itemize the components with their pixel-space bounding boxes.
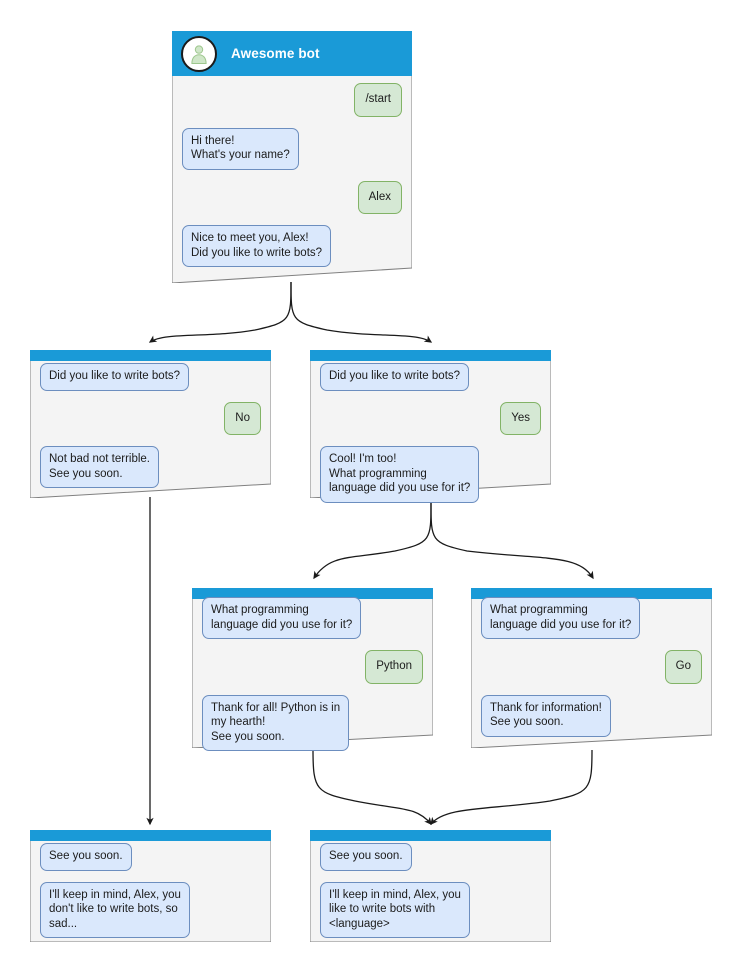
message-row: What programming language did you use fo… — [481, 597, 702, 639]
bot-message-bubble[interactable]: See you soon. — [320, 843, 412, 871]
bot-name-label: Awesome bot — [231, 46, 320, 61]
bot-message-bubble[interactable]: What programming language did you use fo… — [202, 597, 362, 639]
edge-yes-to-python — [313, 502, 432, 580]
bot-message-bubble[interactable]: See you soon. — [40, 843, 132, 871]
bot-message-bubble[interactable]: Nice to meet you, Alex! Did you like to … — [182, 225, 332, 267]
node-header-bar — [310, 830, 551, 841]
node-header-bar — [30, 830, 271, 841]
message-row: Cool! I'm too! What programming language… — [320, 446, 541, 503]
message-row: Alex — [182, 180, 402, 214]
node-header-bar — [310, 350, 551, 361]
start-conversation-node[interactable]: Awesome bot /start Hi there! What's your… — [172, 31, 412, 283]
bot-message-bubble[interactable]: I'll keep in mind, Alex, you don't like … — [40, 881, 190, 938]
bot-message-bubble[interactable]: Thank for all! Python is in my hearth! S… — [202, 694, 350, 751]
message-row: What programming language did you use fo… — [202, 597, 423, 639]
message-list: Did you like to write bots? No Not bad n… — [30, 363, 271, 499]
message-list: See you soon. I'll keep in mind, Alex, y… — [310, 843, 551, 949]
message-row: Not bad not terrible. See you soon. — [40, 446, 261, 488]
node-header-bar — [192, 588, 433, 599]
answer-python-node[interactable]: What programming language did you use fo… — [192, 588, 433, 751]
user-message-bubble[interactable]: Go — [664, 650, 702, 684]
user-message-bubble[interactable]: Python — [365, 650, 423, 684]
ending-dislike-node[interactable]: See you soon. I'll keep in mind, Alex, y… — [30, 830, 271, 942]
answer-no-node[interactable]: Did you like to write bots? No Not bad n… — [30, 350, 271, 498]
bot-message-bubble[interactable]: Did you like to write bots? — [320, 363, 470, 391]
answer-yes-node[interactable]: Did you like to write bots? Yes Cool! I'… — [310, 350, 551, 503]
message-row: Hi there! What's your name? — [182, 127, 402, 170]
message-list: What programming language did you use fo… — [471, 597, 712, 748]
bot-message-bubble[interactable]: I'll keep in mind, Alex, you like to wri… — [320, 881, 470, 938]
person-avatar-icon — [181, 35, 217, 72]
edge-root-to-no — [148, 281, 292, 343]
edge-go-to-end-happy — [430, 749, 593, 825]
user-message-bubble[interactable]: Yes — [500, 401, 541, 435]
message-list: /start Hi there! What's your name? Alex … — [172, 83, 412, 278]
message-row: See you soon. — [320, 843, 541, 871]
message-row: Nice to meet you, Alex! Did you like to … — [182, 225, 402, 267]
message-row: I'll keep in mind, Alex, you like to wri… — [320, 881, 541, 938]
bot-header: Awesome bot — [172, 31, 412, 76]
answer-go-node[interactable]: What programming language did you use fo… — [471, 588, 712, 748]
message-row: Did you like to write bots? — [320, 363, 541, 391]
message-row: See you soon. — [40, 843, 261, 871]
message-row: /start — [182, 83, 402, 117]
bot-message-bubble[interactable]: Hi there! What's your name? — [182, 127, 299, 170]
edge-root-to-yes — [290, 281, 433, 343]
message-row: Python — [202, 650, 423, 684]
user-message-bubble[interactable]: Alex — [357, 180, 402, 214]
message-list: Did you like to write bots? Yes Cool! I'… — [310, 363, 551, 514]
message-row: Yes — [320, 401, 541, 435]
ending-like-node[interactable]: See you soon. I'll keep in mind, Alex, y… — [310, 830, 551, 942]
message-row: I'll keep in mind, Alex, you don't like … — [40, 881, 261, 938]
bot-message-bubble[interactable]: What programming language did you use fo… — [481, 597, 641, 639]
message-row: No — [40, 401, 261, 435]
bot-message-bubble[interactable]: Thank for information! See you soon. — [481, 694, 611, 737]
bot-message-bubble[interactable]: Did you like to write bots? — [40, 363, 190, 391]
bot-message-bubble[interactable]: Cool! I'm too! What programming language… — [320, 446, 480, 503]
message-row: Go — [481, 650, 702, 684]
user-message-bubble[interactable]: No — [224, 401, 261, 435]
user-message-bubble[interactable]: /start — [354, 83, 402, 117]
bot-message-bubble[interactable]: Not bad not terrible. See you soon. — [40, 446, 160, 488]
message-row: Thank for information! See you soon. — [481, 694, 702, 737]
message-row: Did you like to write bots? — [40, 363, 261, 391]
message-list: See you soon. I'll keep in mind, Alex, y… — [30, 843, 271, 949]
edge-yes-to-go — [430, 502, 594, 580]
message-row: Thank for all! Python is in my hearth! S… — [202, 694, 423, 751]
node-header-bar — [471, 588, 712, 599]
node-header-bar — [30, 350, 271, 361]
message-list: What programming language did you use fo… — [192, 597, 433, 762]
